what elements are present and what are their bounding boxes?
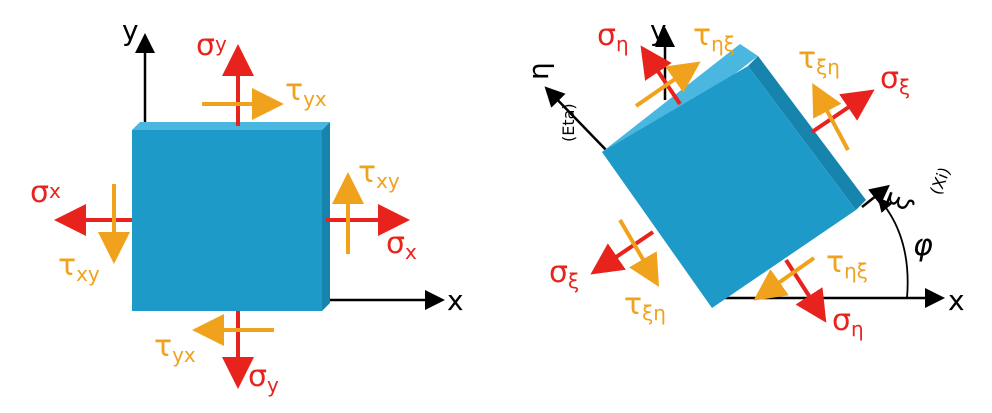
- right-eta-axis-label: η: [522, 62, 555, 80]
- right-angle-arc: [877, 197, 909, 299]
- left-sigma-x-right-label: σx: [386, 226, 417, 264]
- right-tau-xi-eta-right-arrow: [812, 82, 850, 151]
- right-sigma-eta-top-arrow: [640, 45, 682, 106]
- right-angle-label: φ: [913, 228, 933, 263]
- right-sigma-xi-left-arrow: [590, 230, 655, 275]
- right-diagram: y x η (Eta) ξ (Xi) φ ση τηξ τξη σξ σξ τξ…: [522, 14, 965, 341]
- right-sigma-eta-top-label: ση: [597, 18, 629, 56]
- left-sigma-y-top-label: σy: [196, 28, 227, 63]
- right-tau-xi-eta-right-label: τξη: [798, 41, 840, 79]
- right-sigma-xi-left-label: σξ: [549, 255, 579, 293]
- left-sigma-y-bottom-label: σy: [248, 359, 279, 397]
- left-tau-xy-right-label: τxy: [358, 155, 400, 193]
- right-y-axis-label: y: [650, 14, 667, 47]
- right-xi-axis-label: ξ: [881, 188, 917, 215]
- left-block-side-face: [322, 122, 330, 311]
- left-block-front-face: [132, 130, 322, 311]
- left-tau-yx-bottom-label: τyx: [154, 329, 196, 367]
- left-y-axis-label: y: [122, 14, 139, 47]
- left-tau-yx-top-label: τyx: [285, 73, 327, 111]
- left-x-axis-label: x: [447, 284, 464, 317]
- right-tau-eta-xi-bottom-label: τηξ: [826, 245, 868, 283]
- right-tau-xi-eta-left-label: τξη: [624, 287, 666, 325]
- right-tau-eta-xi-top-arrow: [634, 61, 701, 108]
- right-sigma-eta-bottom-arrow: [784, 258, 827, 323]
- right-block-front-face: [602, 66, 856, 308]
- left-sigma-x-left-label: σx: [30, 175, 61, 210]
- right-sigma-xi-right-label: σξ: [880, 61, 910, 99]
- right-eta-axis-note: (Eta): [559, 103, 578, 142]
- right-block-side-face: [748, 56, 866, 210]
- right-tau-xi-eta-left-arrow: [618, 218, 660, 287]
- right-tau-eta-xi-top-label: τηξ: [693, 18, 735, 56]
- left-block-top-face: [132, 122, 330, 130]
- right-sigma-eta-bottom-label: ση: [832, 303, 864, 341]
- left-diagram: y x σy τyx τxy σx σx τxy τyx σy: [30, 14, 464, 397]
- right-x-axis-label: x: [948, 284, 965, 317]
- right-tau-eta-xi-bottom-arrow: [753, 256, 816, 301]
- right-eta-axis: [544, 86, 609, 153]
- right-xi-axis: [861, 184, 890, 208]
- left-tau-xy-left-label: τxy: [58, 248, 100, 286]
- right-xi-axis-note: (Xi): [926, 165, 954, 198]
